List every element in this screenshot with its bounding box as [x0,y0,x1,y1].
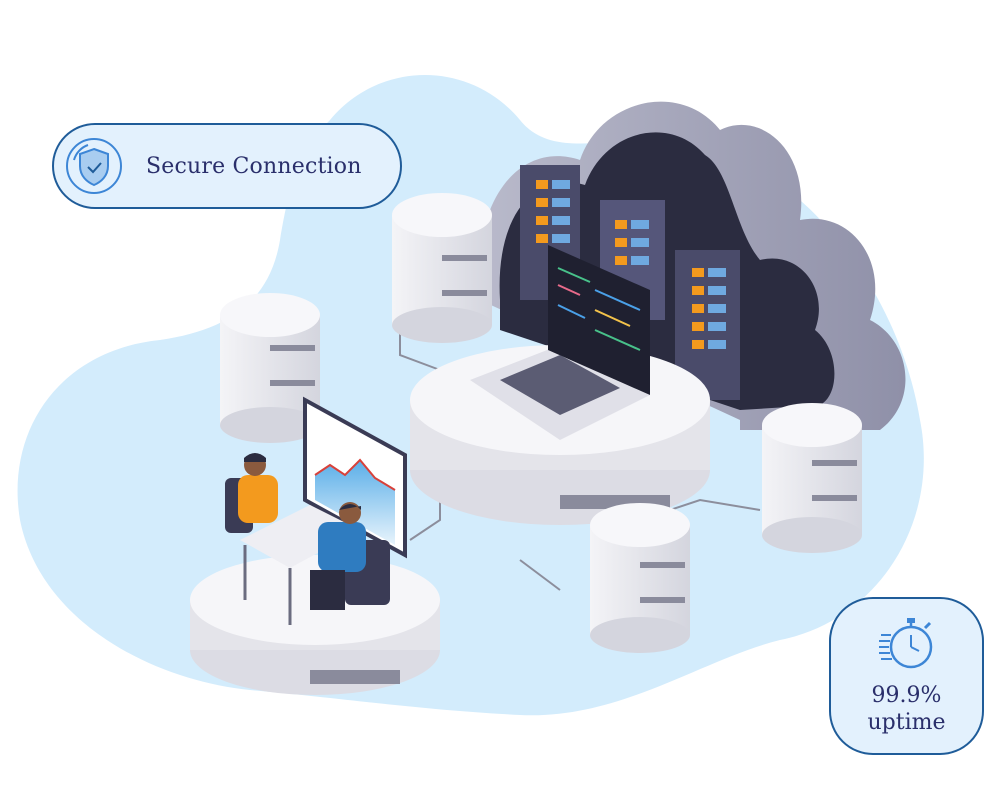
stopwatch-icon [875,611,939,675]
uptime-caption: uptime [867,710,946,735]
uptime-value: 99.9% [871,683,942,708]
database-top-center [392,193,492,343]
database-right [762,403,862,553]
person-right [310,502,390,610]
laptop [470,245,650,440]
uptime-badge: 99.9% uptime [829,597,984,755]
secure-connection-badge: Secure Connection [52,123,402,209]
meeting-desk [240,505,360,625]
shield-check-icon [64,136,124,196]
person-left [225,453,278,533]
chart-board [303,396,407,559]
database-bottom [590,503,690,653]
secure-connection-label: Secure Connection [146,153,362,179]
